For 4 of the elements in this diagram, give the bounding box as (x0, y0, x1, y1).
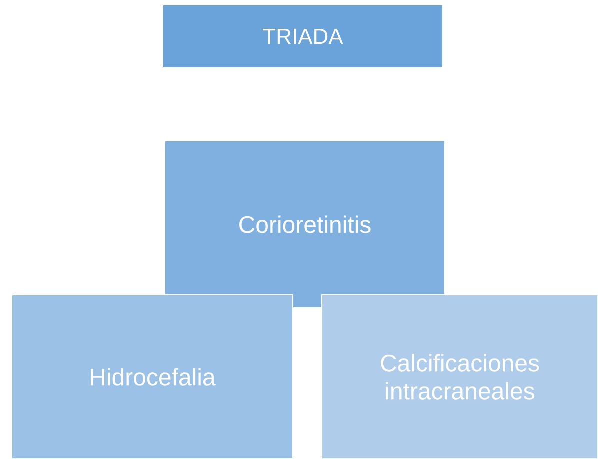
process-box: Calcificaciones intracraneales (322, 294, 598, 459)
process-box: Hidrocefalia (12, 294, 294, 459)
title-box: TRIADA (162, 4, 444, 68)
process-box: Corioretinitis (164, 140, 446, 308)
